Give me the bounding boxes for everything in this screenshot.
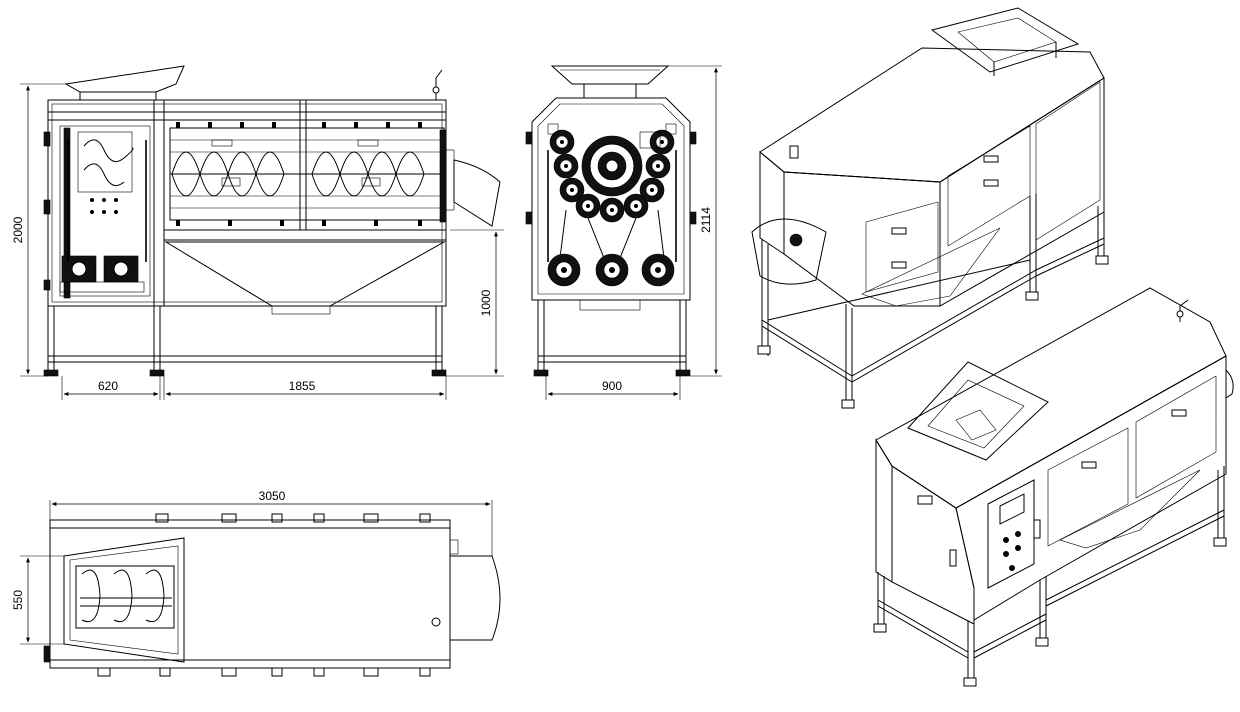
top-view-dimensions: 3050 550 — [11, 489, 493, 645]
top-view — [43, 513, 501, 677]
side-view-dimensions: 2114 900 — [545, 65, 722, 400]
isometric-view-front — [873, 287, 1234, 687]
front-view-dimensions: 2000 1000 620 1855 — [11, 83, 504, 400]
dim-front-height-total: 2000 — [11, 216, 25, 243]
dim-front-height-outlet: 1000 — [479, 289, 493, 316]
side-view — [525, 65, 697, 377]
dim-side-width: 900 — [602, 379, 622, 393]
dim-front-width-right: 1855 — [289, 379, 316, 393]
dim-top-width: 550 — [11, 590, 25, 610]
dim-side-height-total: 2114 — [699, 207, 713, 233]
isometric-view-rear — [751, 7, 1109, 409]
dim-top-length: 3050 — [259, 489, 286, 503]
dim-front-width-left: 620 — [98, 379, 118, 393]
front-view — [43, 65, 501, 377]
